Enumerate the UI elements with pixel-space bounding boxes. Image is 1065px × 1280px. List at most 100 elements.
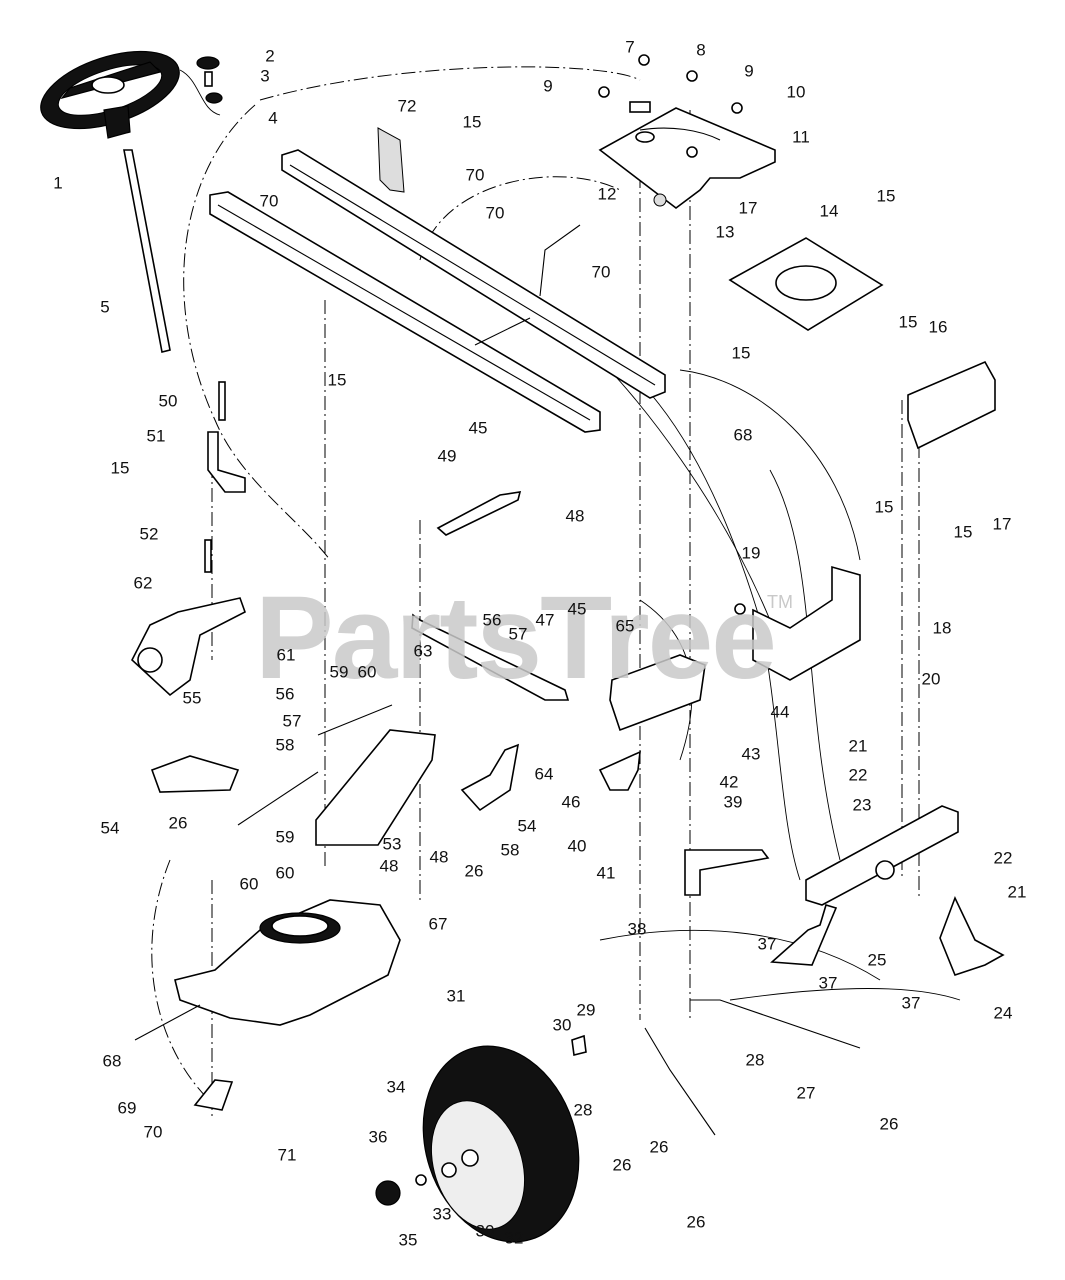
callout-c13: 13 [715,222,735,242]
link-rod-59a [237,771,319,826]
steering-washer [205,92,223,104]
callout-c14: 14 [819,201,839,221]
link-rod-59b [317,704,393,736]
sector-plate [609,654,706,732]
steering-wheel [40,50,180,139]
callout-c60c: 60 [275,863,295,883]
bracket-51 [207,431,246,493]
callout-c35: 35 [398,1230,418,1250]
callout-c48b: 48 [429,847,449,867]
callout-c15g: 15 [874,497,894,517]
callout-c41: 41 [596,863,616,883]
steering-cap [196,56,220,70]
callout-c52: 52 [139,524,159,544]
bracket-64 [460,743,520,812]
lift-rod [539,224,581,297]
steering-gear [131,597,246,697]
callout-c59b: 59 [275,827,295,847]
callout-c32: 32 [504,1228,524,1248]
nut-19 [734,603,746,615]
assembly-guide-lines [151,66,961,1120]
callout-c44: 44 [770,702,790,722]
callout-c70d: 70 [591,262,611,282]
front-axle [805,805,959,906]
callout-c46: 46 [561,792,581,812]
steering-bolt [204,71,213,87]
bracket-49 [436,491,522,536]
spindle-left [770,904,838,966]
gear-12 [653,193,667,207]
dash-plate [728,237,884,331]
callout-c15a: 15 [876,186,896,206]
spindle-24 [939,895,1005,976]
drag-link-arm [411,613,570,701]
callout-c16: 16 [928,317,948,337]
callout-c56b: 56 [482,610,502,630]
callout-c28a: 28 [745,1050,765,1070]
callout-c57a: 57 [282,711,302,731]
callout-c58b: 58 [500,840,520,860]
callout-c48a: 48 [565,506,585,526]
callout-c45b: 45 [567,599,587,619]
callout-c61: 61 [276,645,296,665]
callout-c9b: 9 [744,61,754,81]
callout-c60b: 60 [239,874,259,894]
callout-c71: 71 [277,1145,297,1165]
callout-c26c: 26 [612,1155,632,1175]
bracket-18 [752,565,861,681]
callout-c10: 10 [786,82,806,102]
callout-c15b: 15 [462,112,482,132]
callout-c26e: 26 [879,1114,899,1134]
callout-c33: 33 [432,1204,452,1224]
callout-c37c: 37 [901,993,921,1013]
callout-c70b: 70 [465,165,485,185]
tie-rod-27 [690,999,861,1049]
callout-c60a: 60 [357,662,377,682]
callout-c4: 4 [268,108,278,128]
callout-c54a: 54 [100,818,120,838]
callout-c18: 18 [932,618,952,638]
callout-c58a: 58 [275,735,295,755]
callout-c62: 62 [133,573,153,593]
callout-c26f: 26 [686,1212,706,1232]
callout-c5: 5 [100,297,110,317]
bracket-55 [150,755,240,793]
callout-c48c: 48 [379,856,399,876]
callout-c2: 2 [265,46,275,66]
bushing-17 [686,146,698,158]
callout-c72: 72 [397,96,417,116]
callout-c55: 55 [182,688,202,708]
callout-c15h: 15 [953,522,973,542]
callout-c22a: 22 [848,765,868,785]
callout-c21b: 21 [1007,882,1027,902]
drag-link-29 [644,1027,716,1136]
washer-33 [441,1162,457,1178]
callout-c70e: 70 [143,1122,163,1142]
bracket-69 [193,1079,234,1111]
callout-c1: 1 [53,173,63,193]
callout-c12: 12 [597,184,617,204]
bolt-50 [218,381,226,421]
bracket-16 [907,360,996,450]
callout-c38: 38 [627,919,647,939]
callout-c50: 50 [158,391,178,411]
callout-c70c: 70 [485,203,505,223]
callout-c70a: 70 [259,191,279,211]
callout-c63: 63 [413,641,433,661]
callout-c17a: 17 [738,198,758,218]
callout-c67: 67 [428,914,448,934]
callout-c21a: 21 [848,736,868,756]
callout-c45a: 45 [468,418,488,438]
frame-rail-left [209,191,601,433]
callout-c15e: 15 [327,370,347,390]
callout-c15f: 15 [110,458,130,478]
hub-cap-36 [375,1180,401,1206]
callout-c15c: 15 [898,312,918,332]
callout-c28b: 28 [573,1100,593,1120]
steering-support-plate [598,107,776,210]
callout-c69: 69 [117,1098,137,1118]
callout-c59a: 59 [329,662,349,682]
cross-rod [474,317,531,346]
callout-c54b: 54 [517,816,537,836]
